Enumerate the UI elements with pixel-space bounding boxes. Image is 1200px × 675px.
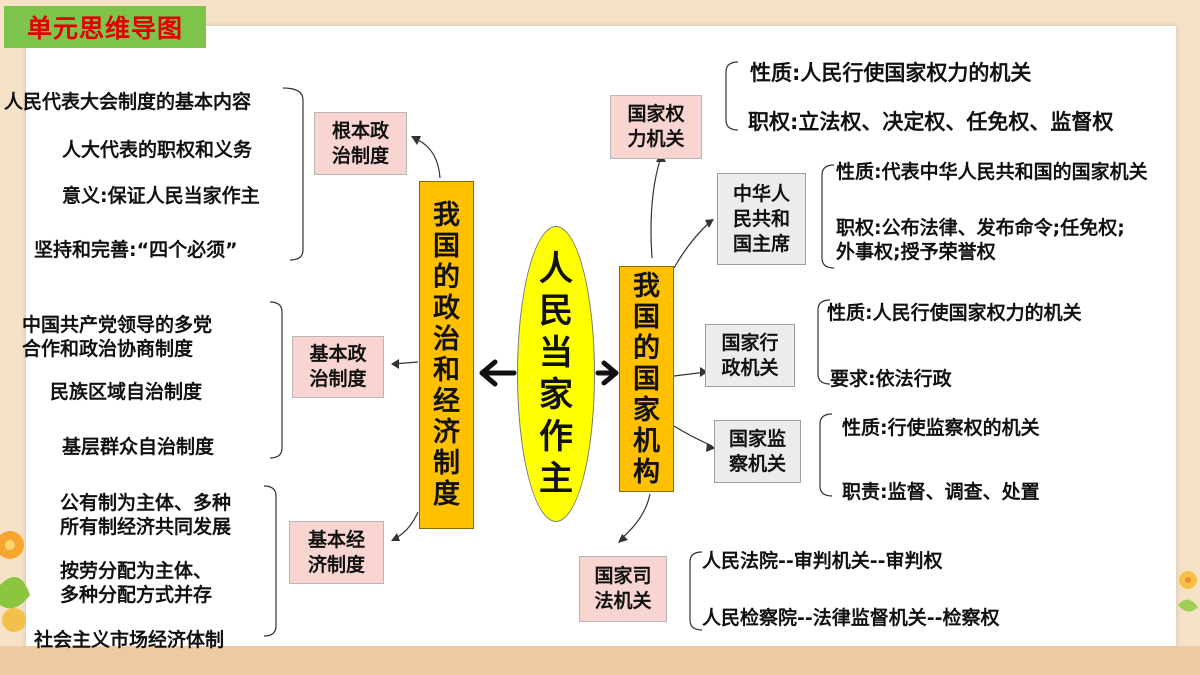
right-item: 性质:行使监察权的机关 [842, 417, 1040, 439]
group-box-president: 中华人民共和国主席 [717, 173, 806, 265]
right-item: 人民法院--审判机关--审判权 [702, 550, 943, 572]
right-item: 职权:公布法律、发布命令;任免权; 外事权;授予荣誉权 [836, 217, 1125, 263]
page-title: 单元思维导图 [4, 6, 206, 48]
center-node: 人民当家作主 [517, 226, 595, 522]
left-item: 坚持和完善:“四个必须” [34, 239, 238, 261]
left-item: 基层群众自治制度 [62, 436, 215, 458]
left-item: 人民代表大会制度的基本内容 [4, 91, 252, 113]
group-box-basic-political: 基本政治制度 [292, 336, 384, 398]
bottom-band [0, 646, 1200, 675]
left-branch-node: 我国的政治和经济制度 [419, 181, 474, 529]
right-item: 职权:立法权、决定权、任免权、监督权 [748, 110, 1114, 134]
content-panel [26, 26, 1176, 648]
right-item: 性质:人民行使国家权力的机关 [827, 302, 1082, 324]
left-item: 中国共产党领导的多党 合作和政治协商制度 [22, 314, 213, 360]
group-box-administrative: 国家行政机关 [705, 324, 795, 387]
left-item: 民族区域自治制度 [50, 381, 203, 403]
group-box-fundamental-political: 根本政治制度 [314, 112, 407, 175]
left-item: 按劳分配为主体、 多种分配方式并存 [60, 560, 213, 606]
group-box-supervisory: 国家监察机关 [714, 420, 801, 483]
left-item: 社会主义市场经济体制 [34, 629, 225, 651]
flower-decoration-left [0, 531, 30, 632]
right-item: 要求:依法行政 [830, 368, 952, 390]
flower-decoration-right [1178, 571, 1198, 612]
group-box-state-power: 国家权力机关 [610, 95, 702, 159]
right-item: 性质:人民行使国家权力的机关 [750, 61, 1032, 85]
right-item: 人民检察院--法律监督机关--检察权 [702, 607, 1000, 629]
right-item: 性质:代表中华人民共和国的国家机关 [836, 161, 1148, 183]
left-item: 人大代表的职权和义务 [62, 139, 253, 161]
left-item: 意义:保证人民当家作主 [62, 185, 260, 207]
group-box-basic-economic: 基本经济制度 [289, 521, 384, 584]
group-box-judicial: 国家司法机关 [579, 556, 667, 622]
left-item: 公有制为主体、多种 所有制经济共同发展 [60, 492, 232, 538]
right-item: 职责:监督、调查、处置 [842, 481, 1040, 503]
right-branch-node: 我国的国家机构 [619, 266, 674, 492]
